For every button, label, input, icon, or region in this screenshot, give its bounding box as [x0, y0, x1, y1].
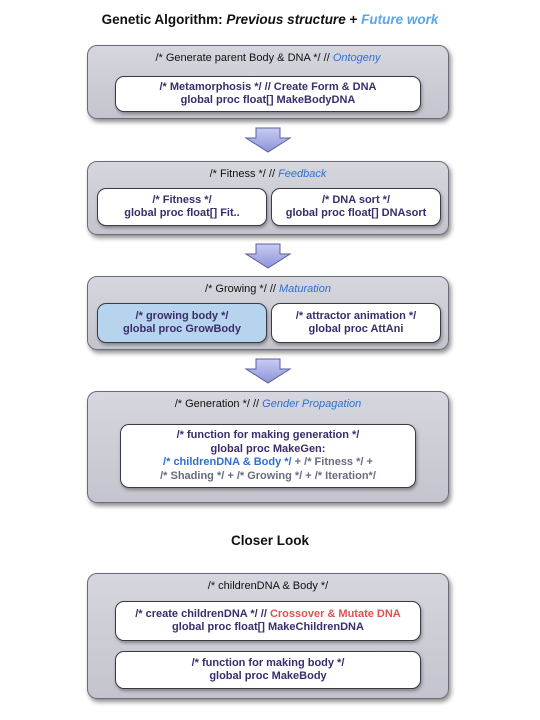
box-fitness-line-2: global proc float[] Fit.. — [124, 207, 240, 219]
box-fitness-line-1: /* Fitness */ — [152, 193, 212, 206]
box-make-body-line-2: global proc MakeBody — [209, 670, 327, 682]
panel-gender-propagation: /* Generation */ // Gender Propagation /… — [87, 391, 449, 503]
box-make-gen-line-1: /* function for making generation */ — [176, 429, 360, 441]
panel-ontogeny-accent: Ontogeny — [332, 52, 381, 64]
box-make-gen-line-3: /* childrenDNA & Body */ + /* Fitness */… — [121, 456, 415, 470]
panel-ontogeny: /* Generate parent Body & DNA */ // Onto… — [87, 45, 449, 119]
panel-gender-propagation-accent: Gender Propagation — [262, 398, 362, 410]
panel-feedback-header: /* Fitness */ // Feedback — [88, 168, 448, 180]
panel-feedback-label: /* Fitness */ // — [209, 168, 279, 180]
panel-maturation-header: /* Growing */ // Maturation — [88, 283, 448, 295]
panel-feedback-accent: Feedback — [278, 168, 327, 180]
panel-ontogeny-header: /* Generate parent Body & DNA */ // Onto… — [88, 52, 448, 64]
box-att-ani: /* attractor animation */ global proc At… — [271, 303, 441, 343]
title-previous-structure: Previous structure — [226, 12, 346, 27]
box-att-ani-line-1: /* attractor animation */ — [295, 309, 417, 322]
box-dna-sort: /* DNA sort */ global proc float[] DNAso… — [271, 188, 441, 226]
box-grow-body: /* growing body */ global proc GrowBody — [97, 303, 267, 343]
panel-gender-propagation-label: /* Generation */ // — [174, 398, 263, 410]
box-make-body-line-1: /* function for making body */ — [191, 656, 345, 669]
box-make-children-dna-line-1: /* create childrenDNA */ // Crossover & … — [116, 608, 420, 622]
panel-children-dna-body: /* childrenDNA & Body */ /* create child… — [87, 573, 449, 699]
panel-maturation-accent: Maturation — [279, 283, 331, 295]
panel-maturation: /* Growing */ // Maturation /* growing b… — [87, 276, 449, 350]
diagram-title: Genetic Algorithm: Previous structure + … — [0, 12, 540, 27]
panel-ontogeny-label: /* Generate parent Body & DNA */ // — [155, 52, 333, 64]
box-make-children-dna-accent: Crossover & Mutate DNA — [269, 607, 401, 620]
panel-gender-propagation-header: /* Generation */ // Gender Propagation — [88, 398, 448, 410]
box-grow-body-line-1: /* growing body */ — [135, 309, 229, 322]
box-dna-sort-line-1: /* DNA sort */ — [321, 193, 391, 206]
box-grow-body-line-2: global proc GrowBody — [123, 323, 241, 335]
box-make-gen-children-dna: /* childrenDNA & Body */ — [163, 456, 292, 468]
box-make-gen-fitness: + /* Fitness */ + — [291, 456, 373, 468]
box-make-gen-line-4: /* Shading */ + /* Growing */ + /* Itera… — [160, 469, 376, 482]
box-make-gen: /* function for making generation */ glo… — [120, 424, 416, 488]
box-make-children-dna-prefix: /* create childrenDNA */ // — [135, 607, 270, 620]
arrow-down-icon — [244, 243, 292, 269]
box-att-ani-line-2: global proc AttAni — [308, 323, 404, 335]
box-fitness: /* Fitness */ global proc float[] Fit.. — [97, 188, 267, 226]
box-make-body-dna-line-1: /* Metamorphosis */ // Create Form & DNA — [159, 80, 377, 93]
box-make-children-dna-line-2: global proc float[] MakeChildrenDNA — [172, 621, 364, 633]
box-make-children-dna: /* create childrenDNA */ // Crossover & … — [115, 601, 421, 641]
arrow-down-icon — [244, 127, 292, 153]
box-make-body-dna-line-2: global proc float[] MakeBodyDNA — [180, 94, 356, 106]
title-plus: + — [345, 12, 362, 27]
box-make-body-dna: /* Metamorphosis */ // Create Form & DNA… — [115, 76, 421, 112]
title-prefix: Genetic Algorithm: — [101, 12, 227, 27]
arrow-down-icon — [244, 358, 292, 384]
title-future-work: Future work — [361, 12, 439, 27]
panel-feedback: /* Fitness */ // Feedback /* Fitness */ … — [87, 161, 449, 235]
box-make-body: /* function for making body */ global pr… — [115, 651, 421, 689]
box-make-gen-line-2: global proc MakeGen: — [210, 442, 326, 455]
box-dna-sort-line-2: global proc float[] DNAsort — [285, 207, 427, 219]
panel-maturation-label: /* Growing */ // — [205, 283, 279, 295]
closer-look-title: Closer Look — [230, 533, 309, 548]
panel-children-dna-body-header: /* childrenDNA & Body */ — [207, 580, 329, 592]
